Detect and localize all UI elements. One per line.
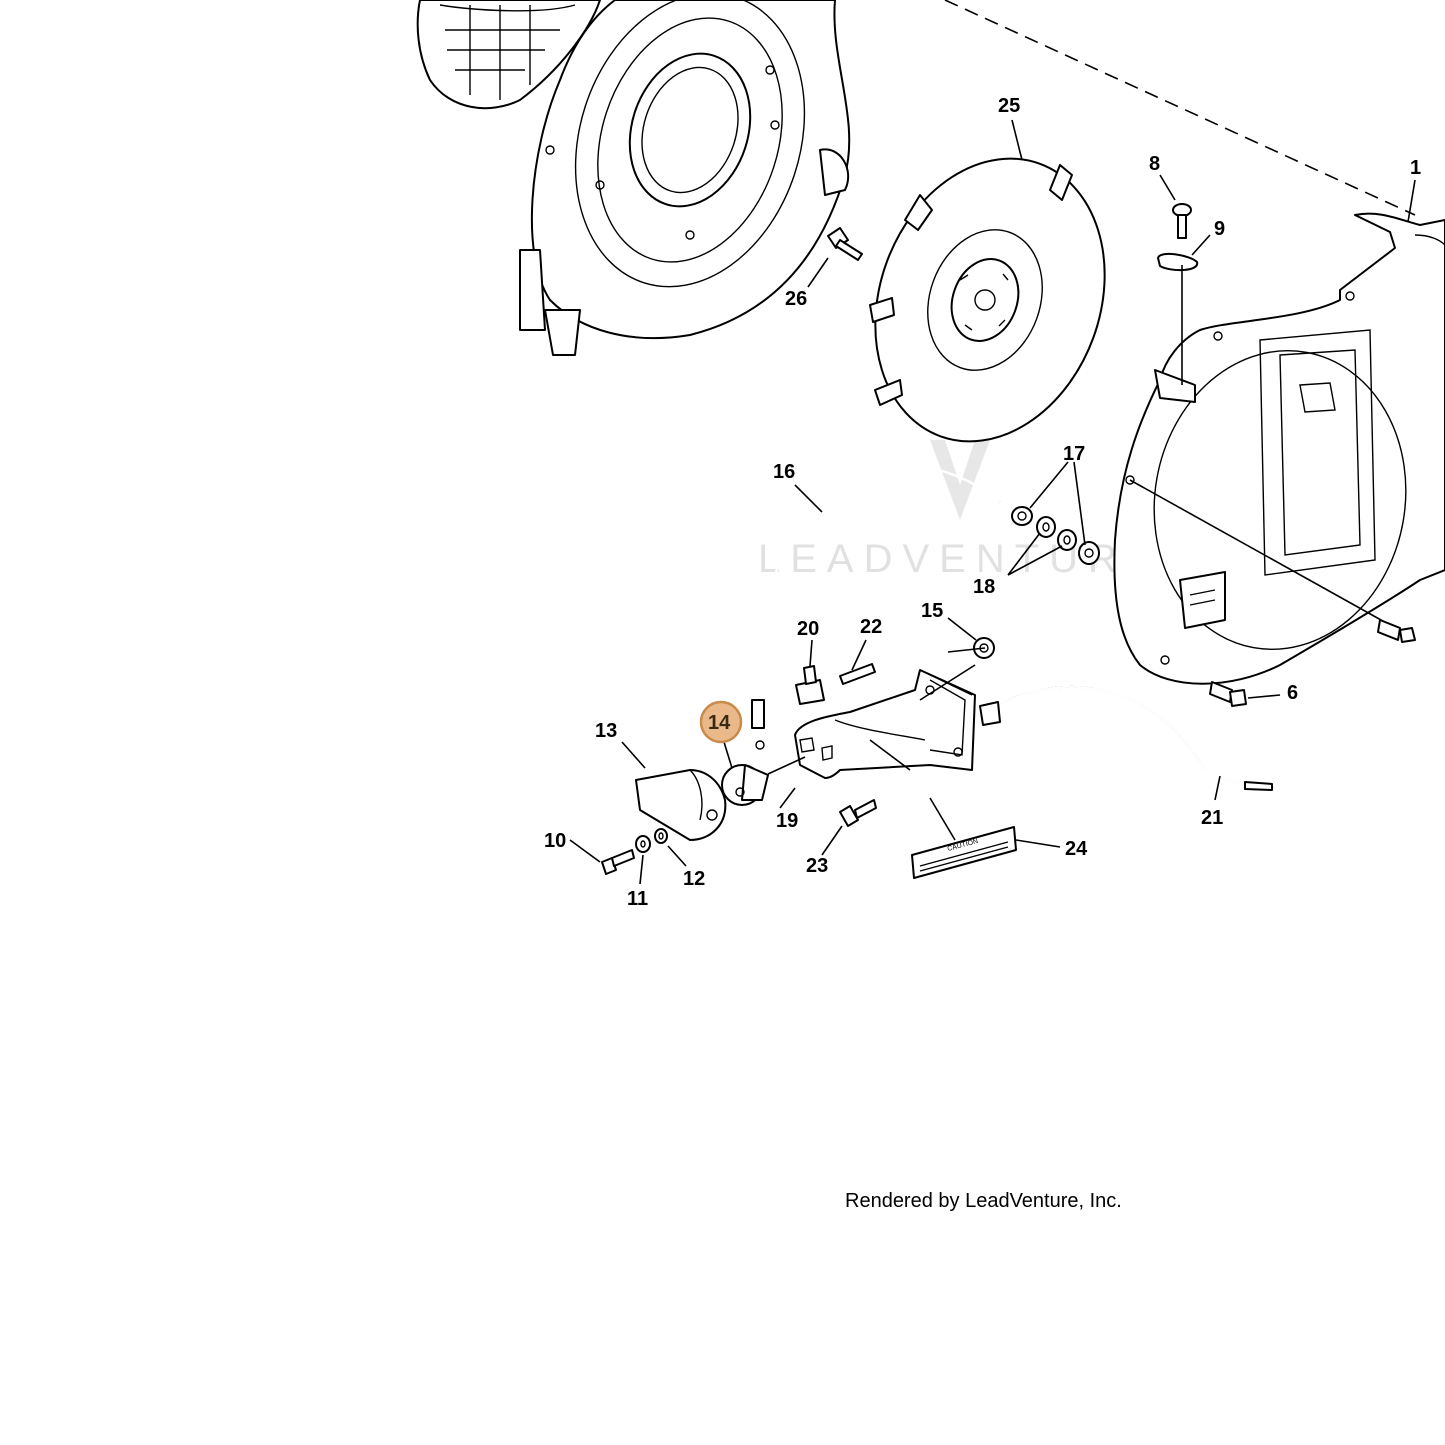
callout-25: 25	[998, 95, 1020, 117]
callout-21: 21	[1201, 807, 1223, 829]
bolt-23	[839, 799, 877, 827]
throttle-cable	[751, 464, 1001, 750]
bolt-6	[1209, 681, 1247, 707]
handle-19	[794, 669, 976, 779]
part-14	[721, 764, 769, 806]
screw-10	[601, 849, 635, 875]
watermark-text: LEADVENTURE	[758, 537, 1164, 581]
washer-12	[654, 828, 668, 844]
callout-11: 11	[627, 888, 648, 910]
callout-1: 1	[1410, 157, 1421, 179]
callout-24: 24	[1065, 838, 1088, 860]
caution-decal-24: CAUTION	[911, 826, 1017, 879]
nut-17-b	[1078, 541, 1100, 565]
impeller-fan	[869, 157, 1106, 443]
callout-13: 13	[595, 720, 617, 742]
grille-part	[416, 0, 601, 110]
callout-16: 16	[773, 461, 795, 483]
callouts: 25 8 1 9 26 16 17 18 15 20 22 6 13 14 19…	[544, 95, 1421, 910]
screw-8	[1172, 203, 1192, 239]
stop-cable	[979, 685, 1276, 791]
washer-18-b	[1057, 529, 1077, 551]
callout-22: 22	[860, 616, 882, 638]
callout-12: 12	[683, 868, 705, 890]
switch-20	[795, 665, 825, 705]
scroll-housing	[1113, 212, 1445, 685]
callout-20: 20	[797, 618, 819, 640]
callout-6: 6	[1287, 682, 1298, 704]
plate-9	[1157, 252, 1199, 272]
callout-14-highlight[interactable]: 14	[699, 700, 743, 744]
callout-10: 10	[544, 830, 566, 852]
bolt-right	[1377, 619, 1416, 643]
screw-26	[827, 227, 863, 261]
decal-22	[839, 663, 876, 685]
callout-26: 26	[785, 288, 807, 310]
callout-8: 8	[1149, 153, 1160, 175]
render-credit: Rendered by LeadVenture, Inc.	[845, 1190, 1122, 1212]
callout-19: 19	[776, 810, 798, 832]
callout-14: 14	[708, 712, 731, 734]
washer-11	[635, 835, 651, 853]
cover-13	[635, 769, 727, 841]
callout-9: 9	[1214, 218, 1225, 240]
callout-23: 23	[806, 855, 828, 877]
callout-17: 17	[1063, 443, 1085, 465]
washer-18-a	[1036, 516, 1056, 538]
blower-housing-ring	[519, 0, 851, 356]
callout-18: 18	[973, 576, 995, 598]
leader-6-line	[1129, 479, 1391, 626]
leader-lines	[569, 119, 1416, 885]
assembly-dashed-line	[944, 0, 1416, 216]
nut-17-a	[1011, 506, 1033, 526]
callout-15: 15	[921, 600, 943, 622]
